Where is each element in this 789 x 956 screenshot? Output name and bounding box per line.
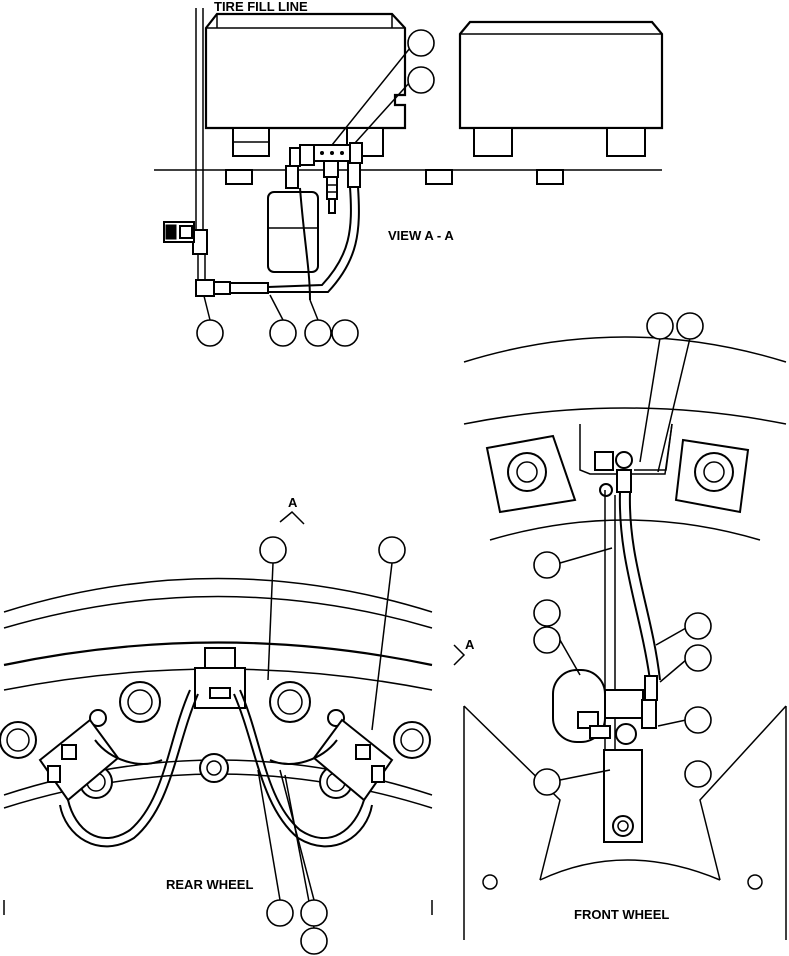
callout-bubble bbox=[269, 319, 297, 347]
callout-bubble bbox=[533, 599, 561, 627]
callout-bubble bbox=[684, 760, 712, 788]
tire-fill-line-label: TIRE FILL LINE bbox=[214, 0, 308, 14]
tire-fill-line bbox=[163, 8, 208, 282]
callout-bubble bbox=[266, 899, 294, 927]
rear-left-valve bbox=[38, 718, 120, 802]
callout-bubble bbox=[676, 312, 704, 340]
front-wheel-section: A bbox=[453, 312, 787, 940]
callout-bubble bbox=[378, 536, 406, 564]
callout-bubble bbox=[533, 768, 561, 796]
front-bolt-plates bbox=[485, 434, 750, 514]
section-a-marker-rear: A bbox=[288, 495, 298, 510]
rear-wheel-label: REAR WHEEL bbox=[166, 877, 253, 892]
valve-block bbox=[285, 142, 363, 214]
callout-bubble bbox=[407, 29, 435, 57]
callout-bubble bbox=[304, 319, 332, 347]
accumulator-view-aa bbox=[267, 191, 319, 273]
view-aa-label: VIEW A - A bbox=[388, 228, 454, 243]
callout-bubble bbox=[684, 706, 712, 734]
callout-bubble bbox=[533, 551, 561, 579]
rear-wheel-section: A bbox=[0, 495, 433, 955]
left-housing bbox=[204, 12, 407, 157]
callout-bubble bbox=[196, 319, 224, 347]
callout-bubble bbox=[533, 626, 561, 654]
section-a-marker-front: A bbox=[465, 637, 475, 652]
callout-bubble bbox=[407, 66, 435, 94]
view-aa-section: TIRE FILL LINE bbox=[154, 0, 664, 347]
accumulator-front bbox=[552, 669, 658, 745]
callout-bubble bbox=[646, 312, 674, 340]
callout-bubble bbox=[300, 927, 328, 955]
callout-bubble bbox=[300, 899, 328, 927]
callout-bubble bbox=[684, 644, 712, 672]
callout-bubble bbox=[259, 536, 287, 564]
callout-bubble bbox=[331, 319, 359, 347]
front-wheel-label: FRONT WHEEL bbox=[574, 907, 669, 922]
callout-bubble bbox=[684, 612, 712, 640]
right-housing bbox=[458, 20, 664, 157]
